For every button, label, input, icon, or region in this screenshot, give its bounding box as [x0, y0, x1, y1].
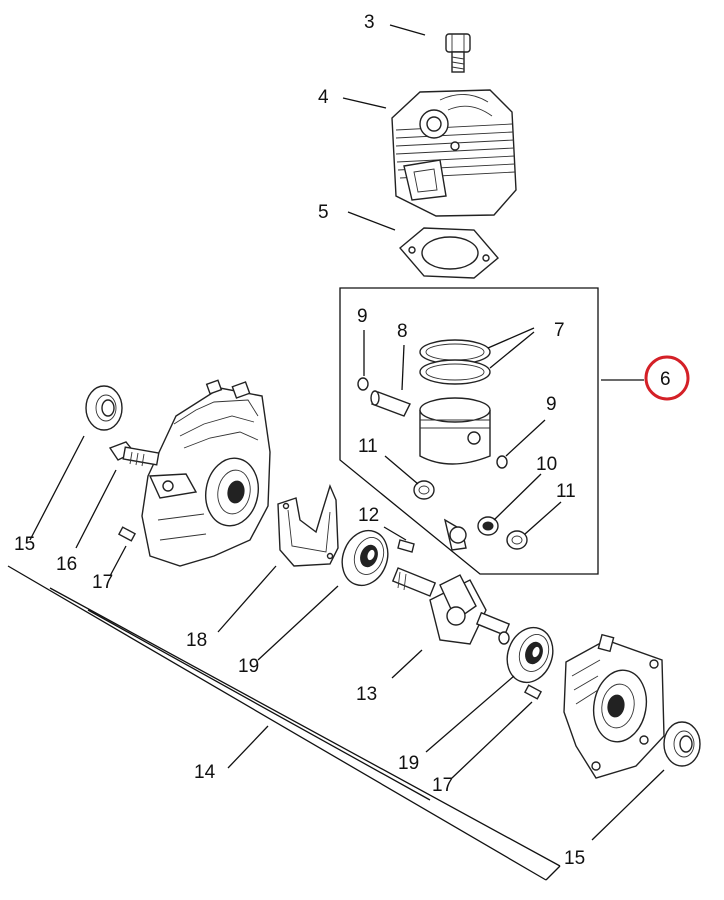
label-4: 4: [318, 87, 329, 108]
label-19-right: 19: [398, 753, 419, 774]
piston-assembly-frame: [339, 287, 599, 575]
label-9-right: 9: [546, 394, 557, 415]
label-7: 7: [554, 320, 565, 341]
crankcase-left-half: [141, 379, 271, 567]
part-3-bolt: [445, 33, 471, 73]
part-18-gasket: [277, 483, 339, 567]
part-15-oil-seal-right: [663, 721, 701, 767]
part-19-bearing-right: [506, 626, 554, 684]
part-17-dowel-left: [117, 526, 137, 542]
part-7-piston-rings: [419, 339, 491, 385]
label-10: 10: [536, 454, 557, 475]
label-18: 18: [186, 630, 207, 651]
part-15-oil-seal-left: [85, 385, 123, 431]
crankcase-right-half: [563, 633, 665, 779]
part-9-circlip-left: [357, 377, 369, 391]
label-15-right: 15: [564, 848, 585, 869]
part-12-key: [397, 539, 415, 553]
part-8-piston-pin: [370, 390, 411, 417]
part-labels: 3 4 5 7 8 9 9 10 11 11 12 13 14 15 15 16…: [14, 12, 690, 869]
part-5-gasket: [399, 227, 499, 279]
label-8: 8: [397, 321, 408, 342]
label-11-right: 11: [556, 481, 576, 502]
label-17-right: 17: [432, 775, 453, 796]
leader-lines: [29, 24, 665, 841]
label-19-left: 19: [238, 656, 259, 677]
part-19-bearing-left: [341, 529, 389, 587]
label-12: 12: [358, 505, 379, 526]
label-14: 14: [194, 762, 216, 783]
part-4-cylinder: [391, 89, 517, 217]
label-6: 6: [660, 369, 671, 390]
label-11-left: 11: [358, 436, 378, 457]
label-5: 5: [318, 202, 329, 223]
part-11-washer-right: [506, 530, 528, 550]
part-17-dowel-right: [523, 684, 543, 700]
piston: [419, 397, 491, 465]
part-10-needle-bearing: [477, 516, 499, 536]
part-11-washer-left: [413, 480, 435, 500]
label-16: 16: [56, 554, 77, 575]
label-9-top: 9: [357, 306, 368, 327]
part-16-stud: [108, 441, 160, 467]
label-13: 13: [356, 684, 377, 705]
part-13-crankshaft: [391, 567, 511, 645]
part-9-circlip-right: [496, 455, 508, 469]
connecting-rod: [443, 518, 467, 551]
label-15-left: 15: [14, 534, 35, 555]
highlight-circle-6: [644, 355, 690, 401]
label-3: 3: [364, 12, 375, 33]
assembly-rails: [7, 565, 561, 881]
label-17-left: 17: [92, 572, 113, 593]
